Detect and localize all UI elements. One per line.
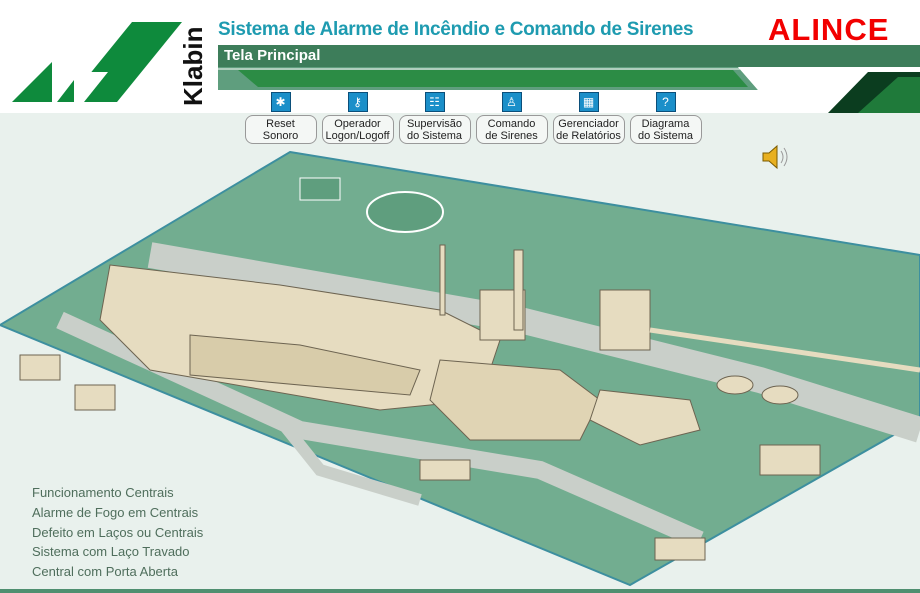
report-icon: ▦: [578, 92, 599, 112]
button-label: Supervisão: [406, 117, 463, 130]
klabin-wordmark: Klabin: [178, 28, 208, 106]
header-decoration: [218, 67, 920, 113]
button-label: Operador: [334, 117, 381, 130]
button-label: de Sirenes: [485, 129, 538, 142]
button-label: Gerenciador: [558, 117, 619, 130]
button-label: Reset: [266, 117, 295, 130]
page-subtitle: Tela Principal: [224, 47, 321, 64]
status-legend: Funcionamento Centrais Alarme de Fogo em…: [32, 485, 203, 584]
reset-sound-icon: ✱: [270, 92, 291, 112]
button-label: Sonoro: [262, 129, 299, 142]
bell-icon: ♙: [501, 92, 522, 112]
legend-item: Sistema com Laço Travado: [32, 544, 190, 560]
app-title: Sistema de Alarme de Incêndio e Comando …: [218, 19, 694, 40]
header: Klabin Sistema de Alarme de Incêndio e C…: [0, 0, 920, 113]
svg-text:Klabin: Klabin: [178, 28, 208, 106]
speaker-icon[interactable]: [760, 142, 790, 172]
network-icon: ☷: [424, 92, 445, 112]
klabin-logo: [12, 22, 182, 102]
button-label: Comando: [487, 117, 536, 130]
button-label: Logon/Logoff: [325, 129, 390, 142]
bottom-divider: [0, 589, 920, 593]
button-label: do Sistema: [406, 129, 463, 142]
help-icon: ?: [655, 92, 676, 112]
legend-item: Alarme de Fogo em Centrais: [32, 504, 199, 520]
key-icon: ⚷: [347, 92, 368, 112]
plant-map[interactable]: [0, 145, 920, 590]
button-label: de Relatórios: [556, 129, 621, 142]
product-name: ALINCE: [768, 12, 890, 47]
legend-item: Central com Porta Aberta: [32, 564, 178, 580]
button-label: do Sistema: [637, 129, 694, 142]
title-bar: [218, 45, 920, 67]
legend-item: Defeito em Laços ou Centrais: [32, 524, 204, 540]
button-label: Diagrama: [641, 117, 690, 130]
legend-item: Funcionamento Centrais: [32, 485, 174, 500]
